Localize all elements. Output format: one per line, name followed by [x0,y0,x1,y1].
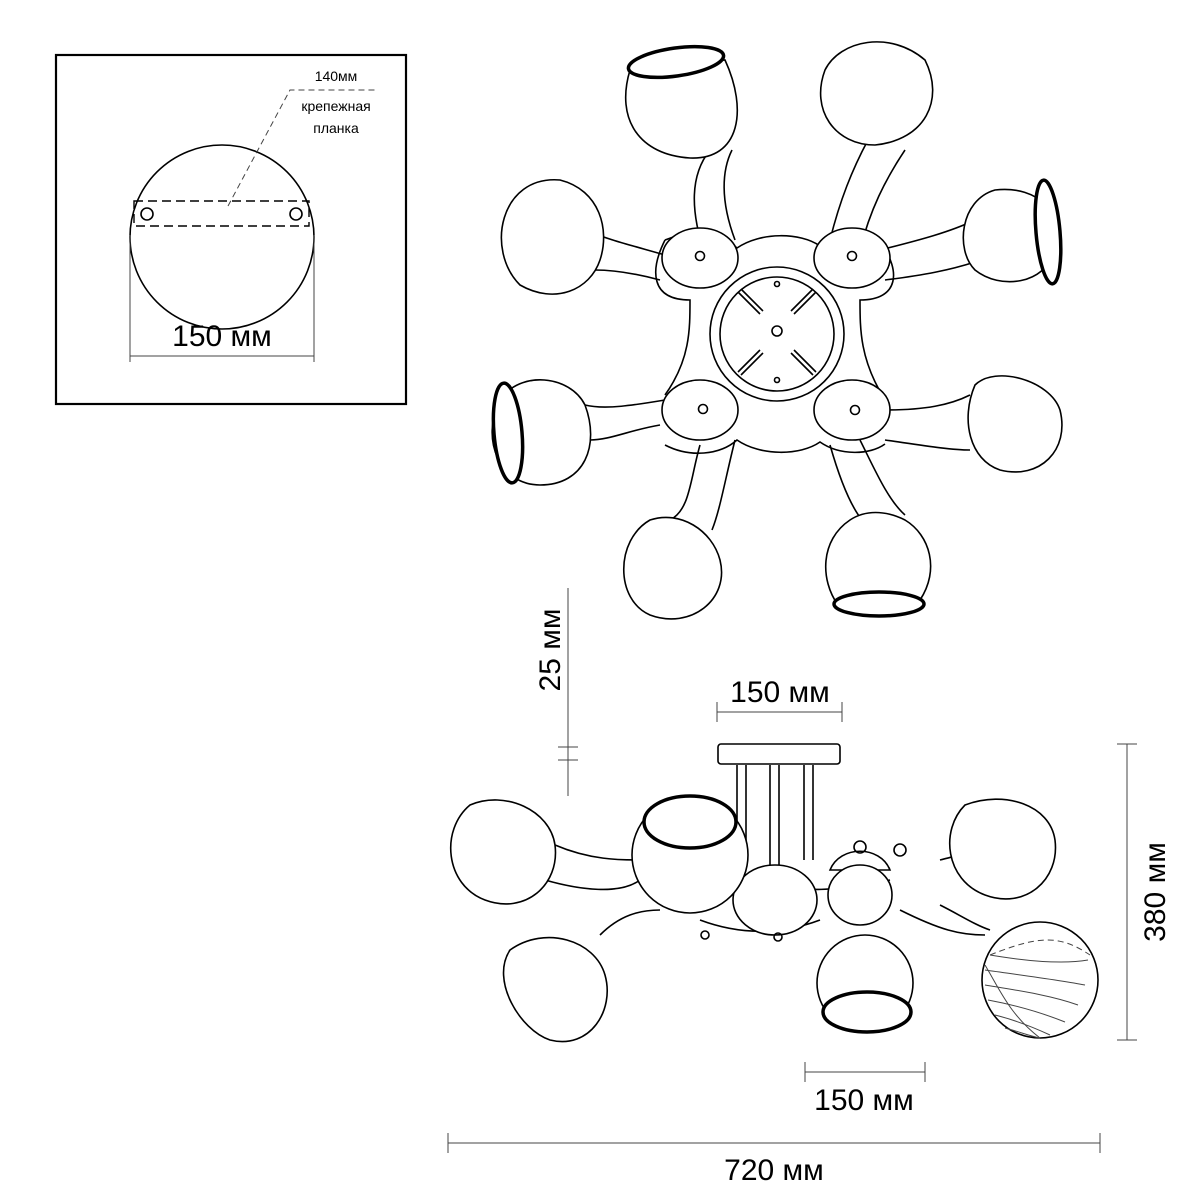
side-shade-back-left [449,799,557,905]
top-view-shades [491,41,1063,620]
shade-top-right [819,41,934,146]
canopy-gap-label: 25 мм [534,609,567,692]
mount-inset: 140мм крепежная планка 150 мм [54,53,408,406]
side-hub-left [732,864,818,936]
canopy-diameter-label: 150 мм [172,320,272,353]
shade-right-lower [967,375,1063,473]
shade-bottom-left [622,516,723,620]
side-view: 25 мм 150 мм [447,588,1172,1187]
shade-left-upper [500,179,605,295]
bracket-leader [227,89,378,207]
side-canopy [717,743,841,765]
mounting-bracket [133,200,310,227]
total-height-label: 380 мм [1139,842,1172,942]
top-view-canopy [709,266,845,402]
shade-bottom-right [824,511,932,606]
bracket-caption-1: крепежная [301,98,370,114]
side-shade-hatched [981,921,1099,1039]
shade-top-left [625,59,738,159]
bracket-hole-left [140,207,154,221]
inset-frame [54,53,408,406]
shade-width-label: 150 мм [814,1084,914,1117]
top-view-hubs [661,227,891,441]
top-view [491,41,1063,620]
side-shade-front-lower-left [502,936,608,1043]
bracket-length-label: 140мм [315,68,358,84]
total-width-label: 720 мм [724,1154,824,1187]
canopy-width-label: 150 мм [730,676,830,709]
bracket-caption-2: планка [313,120,359,136]
side-shade-back-right [948,798,1057,900]
bracket-hole-right [289,207,303,221]
